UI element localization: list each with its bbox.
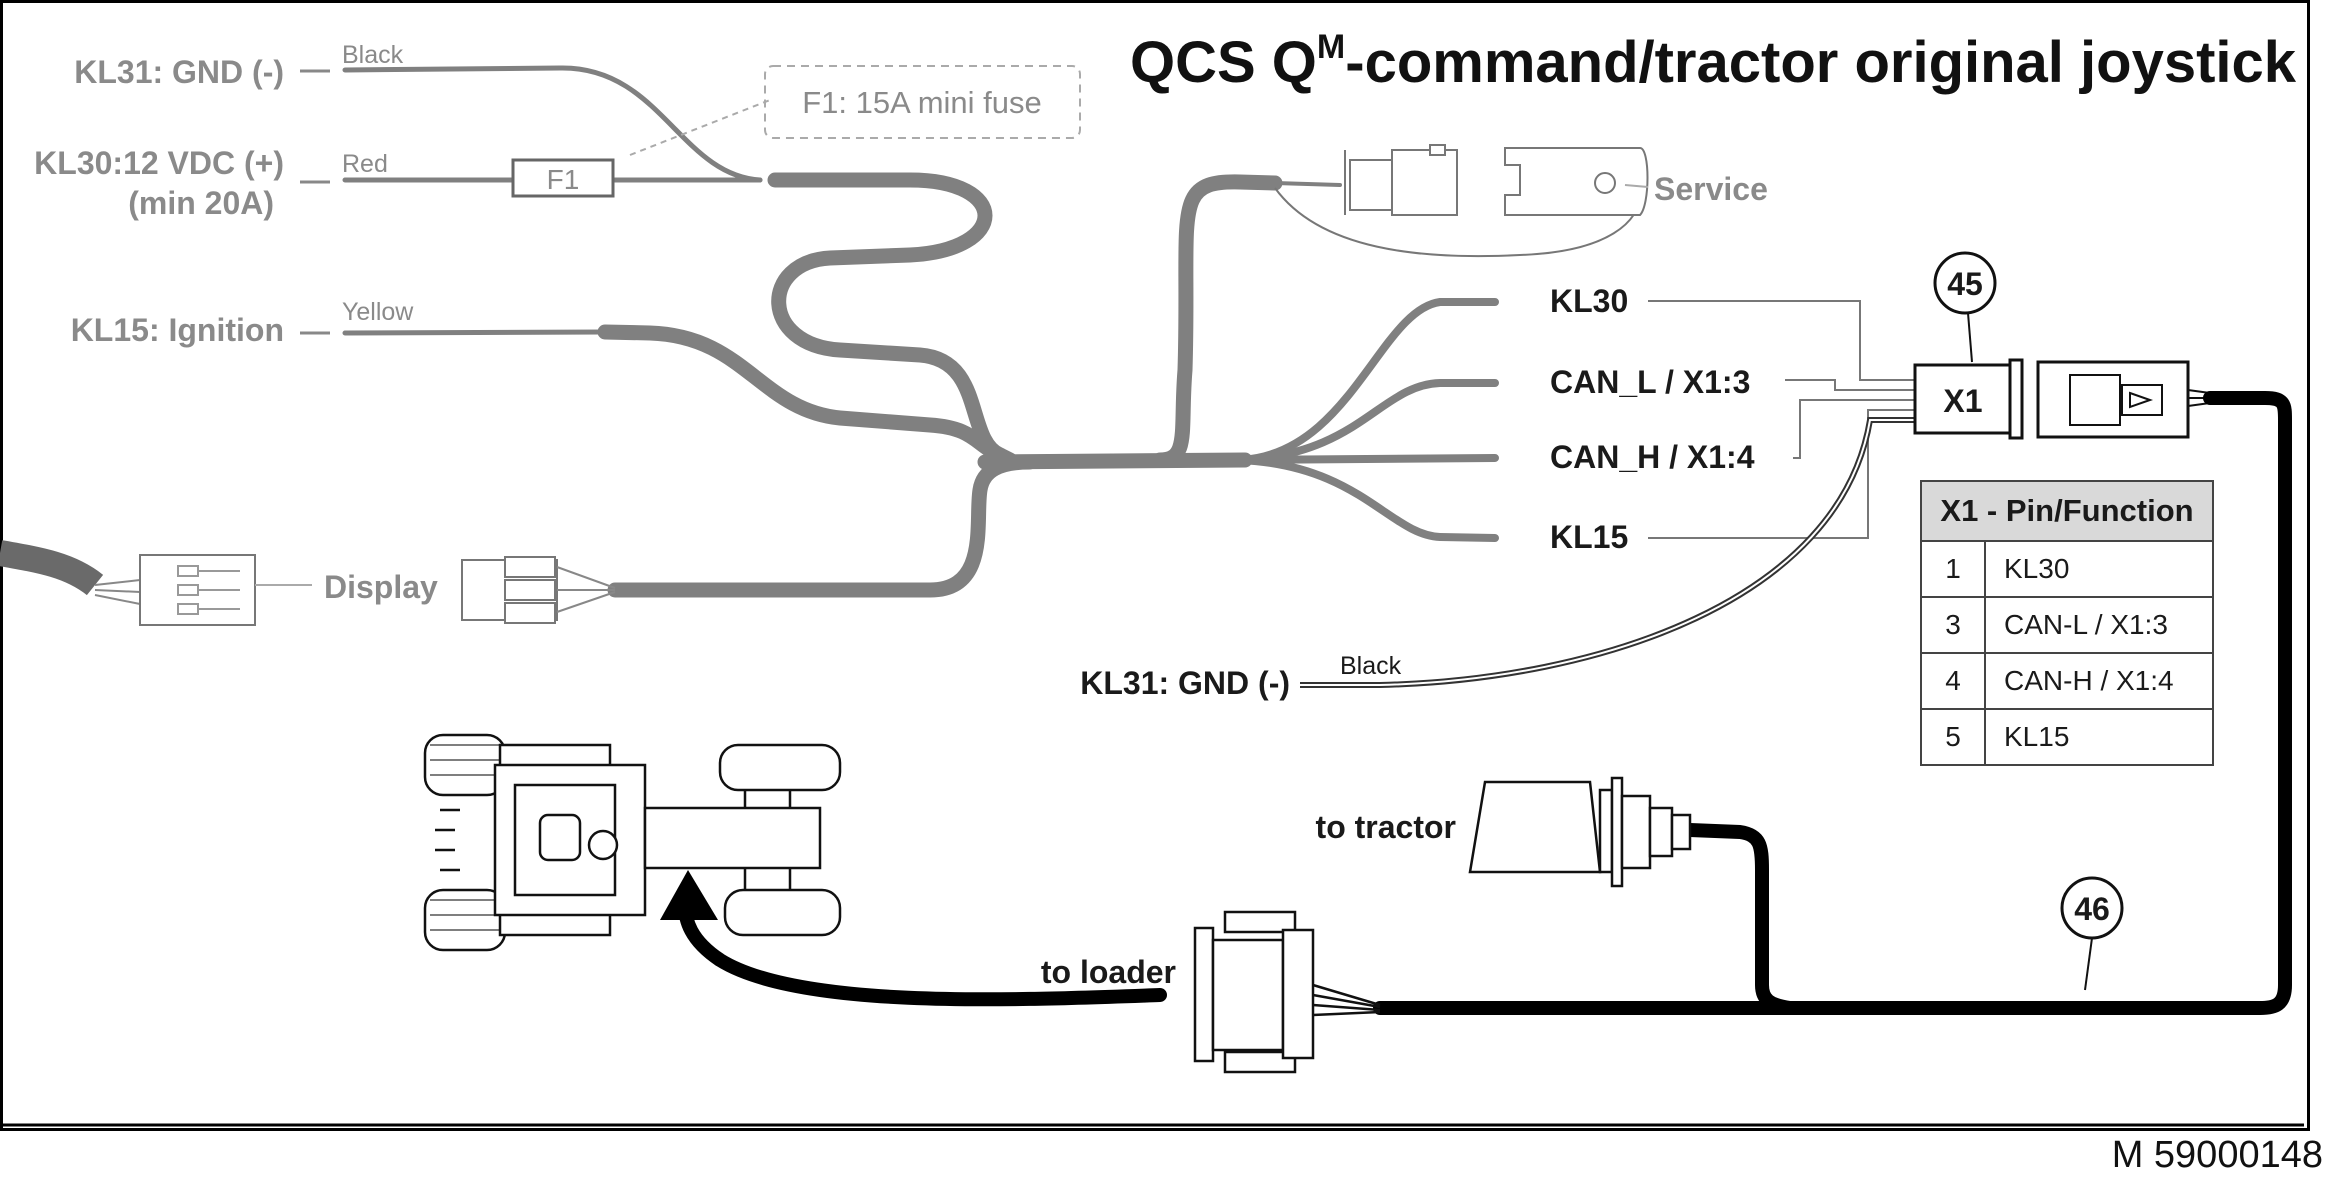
kl31-color: Black: [342, 41, 404, 69]
x1-connector: [1913, 358, 2211, 440]
pin-function: CAN-H / X1:4: [1984, 652, 2214, 710]
fuse-label: F1: [547, 164, 580, 195]
display-label: Display: [324, 569, 438, 605]
pin-number: 3: [1920, 596, 1986, 654]
cable-46: [1373, 391, 2292, 1015]
pin-number: 5: [1920, 708, 1986, 766]
out-canl: [1236, 379, 1499, 464]
to-loader-label: to loader: [1041, 954, 1176, 990]
kl30-color: Red: [342, 150, 388, 178]
harness-main: [767, 172, 1018, 468]
pin-function: KL30: [1984, 540, 2214, 598]
kl30-label: KL30:12 VDC (+): [34, 145, 284, 181]
pin-function: KL15: [1984, 708, 2214, 766]
out-kl30: [1236, 298, 1499, 464]
svg-text:46: 46: [2074, 891, 2110, 927]
kl31-wire: [342, 65, 763, 183]
diagram-title: QCS QM-command/tractor original joystick: [1130, 28, 2297, 95]
tractor-connector: [1468, 776, 1692, 888]
callout-45: [1933, 251, 1997, 315]
table-row: 1 KL30: [1920, 540, 2214, 598]
table-row: 3 CAN-L / X1:3: [1920, 596, 2214, 654]
kl15-color: Yellow: [342, 298, 414, 326]
pin-table-header: X1 - Pin/Function: [1920, 480, 2214, 542]
service-connector: [1274, 144, 1649, 258]
out-label-canl: CAN_L / X1:3: [1550, 364, 1750, 400]
ground-label: KL31: GND (-): [1080, 665, 1290, 701]
x1-label: X1: [1943, 383, 1982, 419]
ground-color: Black: [1340, 652, 1402, 680]
kl15-wire: [342, 329, 608, 336]
kl30-label-2: (min 20A): [128, 185, 274, 221]
x1-pin-table: X1 - Pin/Function 1 KL30 3 CAN-L / X1:3 …: [1920, 480, 2214, 766]
loader-arrow: [678, 898, 1167, 1007]
cable-to-tractor: [1683, 823, 1797, 1015]
fuse-callout: F1: 15A mini fuse: [802, 85, 1042, 120]
out-canh: [1236, 454, 1499, 464]
display-harness: [607, 454, 1038, 598]
loader-connector: [1193, 910, 1381, 1074]
out-label-canh: CAN_H / X1:4: [1550, 439, 1755, 475]
kl31-label: KL31: GND (-): [74, 54, 284, 90]
table-row: 4 CAN-H / X1:4: [1920, 652, 2214, 710]
pin-function: CAN-L / X1:3: [1984, 596, 2214, 654]
out-label-kl15: KL15: [1550, 519, 1628, 555]
kl15-label: KL15: Ignition: [71, 312, 284, 348]
out-label-kl30: KL30: [1550, 283, 1628, 319]
service-label: Service: [1654, 171, 1768, 207]
to-tractor-label: to tractor: [1316, 809, 1456, 845]
fuse-callout-leader: [629, 99, 771, 156]
out-kl15: [1236, 456, 1499, 542]
pin-number: 1: [1920, 540, 1986, 598]
svg-text:45: 45: [1947, 266, 1983, 302]
service-wire: [1273, 181, 1342, 187]
kl15-harness: [597, 324, 1008, 463]
fuse-f1: [511, 158, 615, 198]
table-row: 5 KL15: [1920, 708, 2214, 766]
document-number: M 59000148: [2111, 1134, 2323, 1176]
pin-number: 4: [1920, 652, 1986, 710]
tractor-icon: [423, 733, 842, 952]
display-cable: [0, 540, 141, 605]
service-harness: [1152, 174, 1283, 468]
